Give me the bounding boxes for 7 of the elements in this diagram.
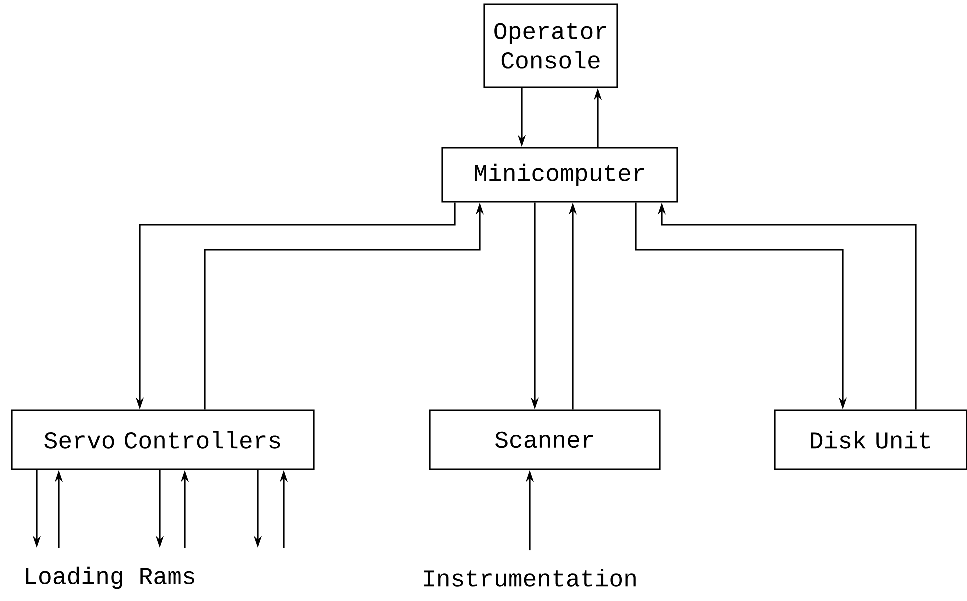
process-box: Scanner [429, 410, 661, 470]
endpoint-label: Instrumentation [424, 569, 636, 587]
process-box: Disk Unit [774, 410, 967, 470]
process-box: Minicomputer [442, 147, 678, 203]
process-box: Operator Console [484, 4, 618, 88]
ram-label: Loading Rams [26, 566, 194, 590]
process-box: Servo Controllers [11, 410, 315, 470]
